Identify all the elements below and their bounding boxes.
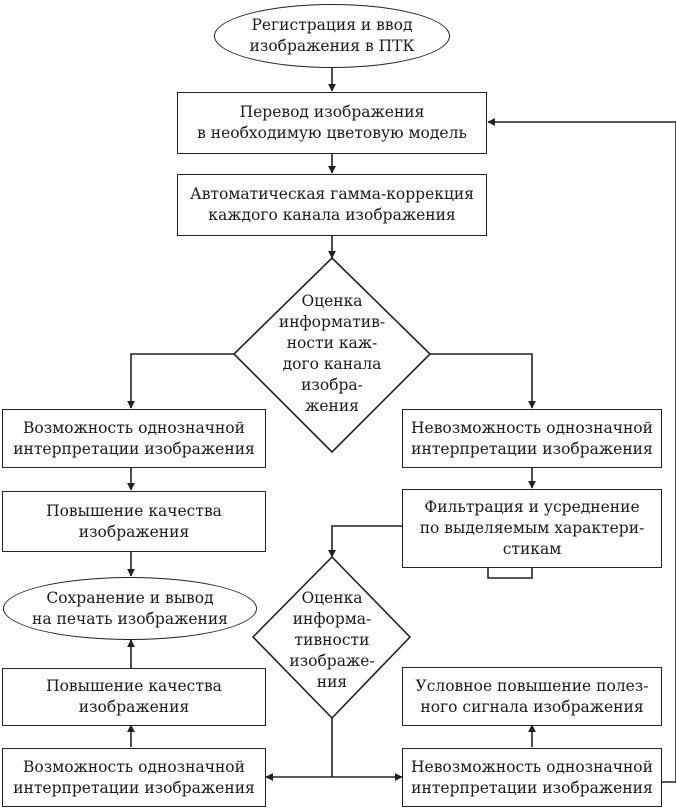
- arrow-decision1-impossible: [430, 353, 536, 409]
- possible-interpretation-box-1: Возможность однозначной интерпретации из…: [2, 409, 266, 468]
- convert-color-model-box: Перевод изображения в необходимую цветов…: [177, 92, 487, 154]
- filter-averaging-box: Фильтрация и усреднение по выделяемым ха…: [402, 489, 662, 568]
- improve-quality-box-1: Повышение качества изображения: [2, 491, 266, 552]
- start-node: Регистрация и ввод изображения в ПТК: [214, 4, 450, 68]
- arrow-decision1-possible: [127, 353, 234, 409]
- impossible-interpretation-box-2: Невозможность однозначной интерпретации …: [402, 748, 662, 807]
- gamma-correction-box: Автоматическая гамма-коррекция каждого к…: [177, 174, 487, 236]
- conditional-signal-boost-box: Условное повышение полез- ного сигнала и…: [402, 667, 662, 726]
- decision1-label: Оценка информатив- ности каж- дого канал…: [278, 292, 386, 415]
- decision2-label: Оценка информа- тивности изображе- ния: [289, 588, 375, 691]
- improve-quality-box-2: Повышение качества изображения: [2, 668, 266, 726]
- impossible-interpretation-box-1: Невозможность однозначной интерпретации …: [402, 409, 662, 468]
- decision1-diamond: [232, 256, 432, 454]
- save-print-node: Сохранение и вывод на печать изображения: [3, 577, 257, 640]
- possible-interpretation-box-2: Возможность однозначной интерпретации из…: [2, 748, 266, 807]
- arrow-feedback-loop: [487, 118, 676, 783]
